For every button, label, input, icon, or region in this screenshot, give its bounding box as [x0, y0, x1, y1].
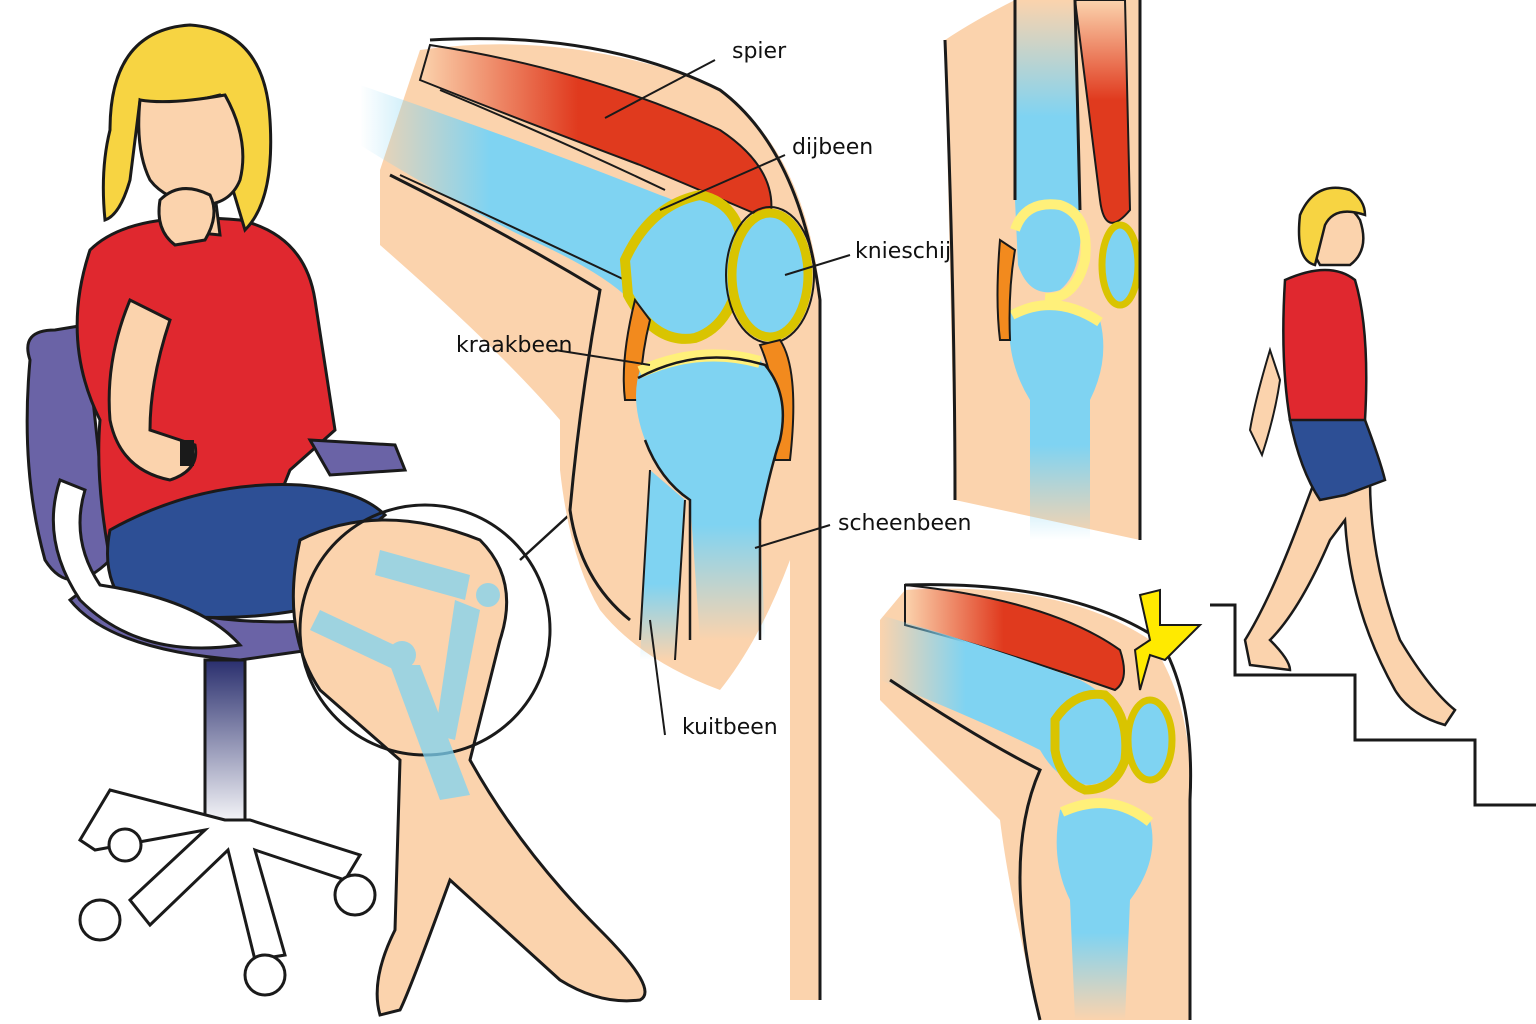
- tibia-cartilage: [637, 349, 762, 378]
- fibula-outline: [639, 469, 686, 661]
- chair-armrest-pad: [307, 438, 408, 477]
- xray-knee-2: [388, 641, 416, 669]
- walker-hair: [1297, 186, 1367, 267]
- xray-femur: [375, 550, 470, 600]
- pain-tibia: [1056, 802, 1153, 1020]
- label-dijbeen: dijbeen: [792, 135, 873, 160]
- leader-knieschijf: [784, 254, 851, 276]
- fibula: [640, 470, 685, 660]
- chair-wheel: [78, 898, 122, 942]
- walker-legs: [1243, 478, 1457, 727]
- chair-wheel: [333, 873, 377, 917]
- chair-armrest: [51, 478, 243, 650]
- walking-woman-figure: [1210, 186, 1536, 807]
- leader-dijbeen: [659, 154, 786, 211]
- walker-shirt: [1282, 268, 1368, 422]
- xray-tibia: [435, 600, 480, 740]
- seated-woman-figure: [25, 23, 647, 1017]
- label-leader-lines: [554, 59, 851, 736]
- straight-femur: [1015, 0, 1081, 293]
- hand-under-chin: [157, 187, 216, 247]
- straight-patella: [1098, 221, 1142, 309]
- chair-pole: [203, 658, 247, 832]
- chair-wheel: [107, 827, 143, 863]
- chair-base: [77, 788, 363, 962]
- leg-outline-back: [389, 173, 631, 622]
- patella: [727, 208, 813, 342]
- pain-femur-cartilage: [1050, 689, 1131, 795]
- label-spier: spier: [732, 39, 787, 64]
- xray-tibia-2: [390, 665, 470, 800]
- xray-patella: [476, 583, 500, 607]
- tibia-outline: [637, 356, 785, 640]
- straight-leg-outline: [943, 0, 1142, 540]
- arm: [107, 297, 198, 482]
- knee-cross-section-straight: [943, 0, 1142, 540]
- tibia: [636, 352, 783, 640]
- straight-muscle: [1073, 0, 1132, 224]
- femur-outline: [399, 89, 666, 281]
- straight-tibia-cartilage: [1009, 300, 1103, 327]
- straight-femur-cartilage: [1010, 199, 1091, 304]
- knee-cross-section-pain: [880, 583, 1203, 1021]
- label-knieschijf: knieschijf: [855, 239, 960, 264]
- pain-femur: [880, 615, 1125, 785]
- face: [137, 93, 245, 207]
- label-scheenbeen: scheenbeen: [838, 511, 972, 536]
- xray-femur-2: [310, 610, 405, 670]
- knee-xray-bones: [310, 550, 500, 800]
- pain-patella: [1124, 696, 1176, 784]
- leg-outline-top: [429, 37, 822, 1000]
- pain-tibia-cartilage: [1059, 798, 1154, 826]
- knee-cross-section-large: [360, 37, 822, 1001]
- leader-scheenbeen: [754, 524, 831, 549]
- leader-kuitbeen: [649, 619, 666, 736]
- leader-kraakbeen: [554, 349, 651, 366]
- leader-spier: [604, 59, 716, 119]
- stairs: [1210, 603, 1536, 807]
- walker-arm: [1248, 346, 1282, 458]
- straight-tendon: [996, 238, 1017, 341]
- chair-wheel: [243, 953, 287, 997]
- label-kuitbeen: kuitbeen: [682, 715, 778, 740]
- pain-bolt-icon: [1133, 588, 1203, 691]
- wristwatch: [180, 440, 194, 466]
- rear-tendon: [622, 297, 652, 401]
- straight-tibia: [1009, 302, 1104, 540]
- label-kraakbeen: kraakbeen: [456, 333, 572, 358]
